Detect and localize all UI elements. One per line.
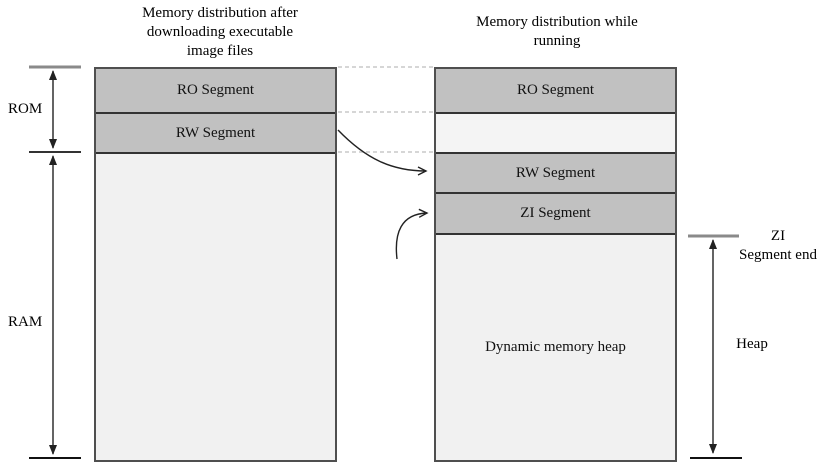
zi-segment-end-label: ZI Segment end <box>739 228 817 263</box>
memory-column-download: RO Segment RW Segment <box>94 67 337 462</box>
segment-rw-running: RW Segment <box>436 154 675 194</box>
segment-ro-download-label: RO Segment <box>176 82 255 98</box>
rw-relocation-arrow <box>337 129 428 176</box>
segment-unused-ram-download <box>96 154 335 460</box>
zi-relocation-arrow <box>395 208 429 260</box>
segment-ro-download: RO Segment <box>96 69 335 114</box>
segment-gap-running <box>436 114 675 154</box>
heap-label: Heap <box>736 336 768 352</box>
memory-column-running: RO Segment RW Segment ZI Segment Dynamic… <box>434 67 677 462</box>
segment-ro-running-label: RO Segment <box>516 82 595 98</box>
segment-rw-download-label: RW Segment <box>175 124 256 141</box>
rom-label: ROM <box>8 101 43 117</box>
right-column-title: Memory distribution while running <box>476 14 638 49</box>
segment-zi-running: ZI Segment <box>436 194 675 235</box>
segment-rw-download: RW Segment <box>96 114 335 154</box>
ram-label: RAM <box>8 314 43 330</box>
segment-heap-running: Dynamic memory heap <box>436 235 675 460</box>
segment-rw-running-label: RW Segment <box>515 164 596 181</box>
segment-zi-running-label: ZI Segment <box>520 205 591 221</box>
segment-ro-running: RO Segment <box>436 69 675 114</box>
left-column-title: Memory distribution after downloading ex… <box>142 5 298 59</box>
segment-heap-label: Dynamic memory heap <box>485 339 626 355</box>
